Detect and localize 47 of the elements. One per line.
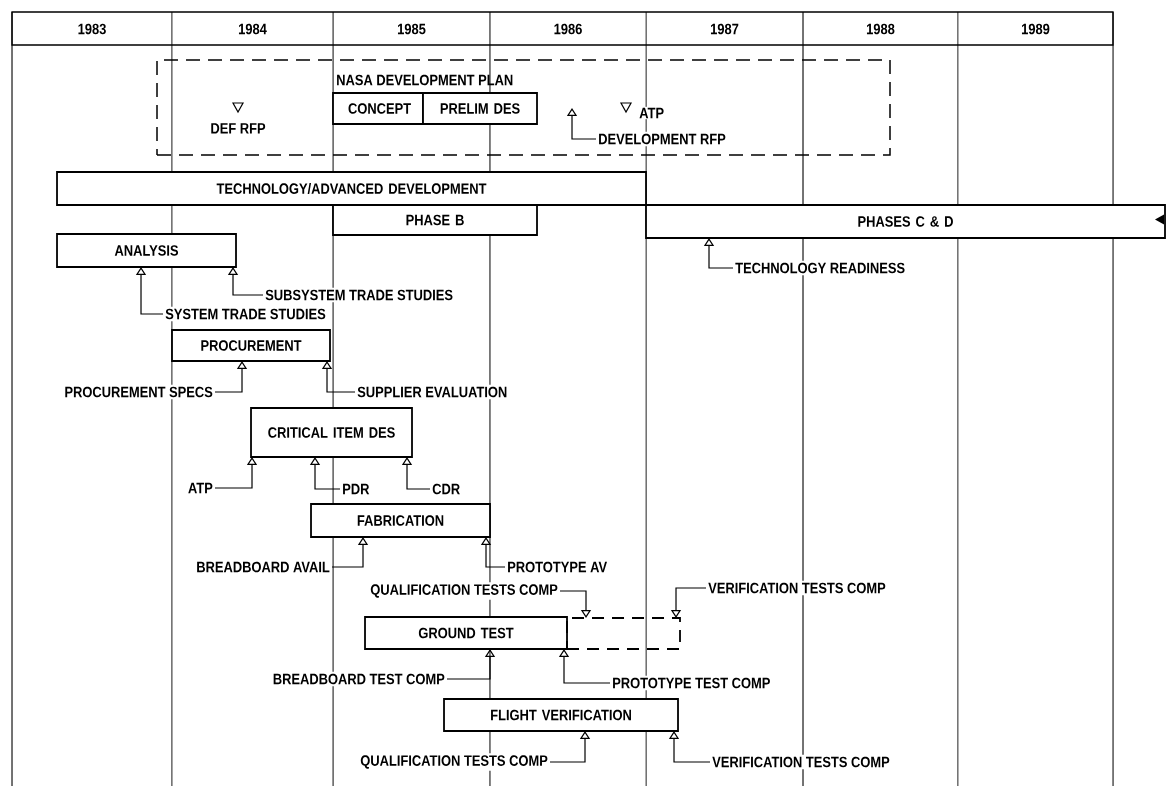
- leader-line: [703, 238, 734, 269]
- milestone-label: SUBSYSTEM TRADE STUDIES: [263, 287, 455, 303]
- schedule-bar: FLIGHT VERIFICATION: [443, 698, 679, 732]
- schedule-bar: PROCUREMENT: [171, 329, 331, 362]
- schedule-bar: CRITICAL ITEM DES: [250, 407, 413, 458]
- schedule-bar: PHASE B: [332, 204, 538, 236]
- schedule-bar: ANALYSIS: [56, 233, 237, 268]
- year-label: 1986: [554, 23, 582, 35]
- milestone-label: SYSTEM TRADE STUDIES: [163, 306, 328, 322]
- milestone-label: BREADBOARD AVAIL: [194, 559, 332, 575]
- milestone-label: PDR: [340, 481, 372, 497]
- leader-line: [401, 457, 431, 490]
- milestone-label: PROTOTYPE TEST COMP: [610, 675, 773, 691]
- leader-line: [227, 267, 264, 296]
- leader-line: [566, 108, 597, 140]
- leader-line: [558, 649, 611, 684]
- leader-line: [309, 457, 341, 490]
- milestone-label: BREADBOARD TEST COMP: [270, 671, 447, 687]
- milestone-label: TECHNOLOGY READINESS: [733, 260, 908, 276]
- year-label: 1987: [710, 23, 739, 35]
- leader-line: [321, 361, 356, 393]
- milestone-label: VERIFICATION TESTS COMP: [710, 754, 892, 770]
- milestone-label: SUPPLIER EVALUATION: [355, 384, 510, 400]
- milestone-label: QUALIFICATION TESTS COMP: [358, 753, 550, 771]
- year-label: 1985: [397, 23, 426, 35]
- year-label: 1988: [866, 23, 895, 35]
- milestone-label: ATP: [185, 480, 215, 496]
- leader-line: [135, 267, 164, 315]
- milestone-label: QUALIFICATION TESTS COMP: [368, 582, 560, 600]
- year-label: 1989: [1021, 23, 1050, 35]
- schedule-bar: CONCEPT: [332, 92, 424, 125]
- schedule-bar: PRELIM DES: [422, 92, 538, 125]
- milestone-label: DEF RFP: [209, 122, 267, 135]
- schedule-bar: FABRICATION: [310, 503, 491, 538]
- milestone-label: PROCUREMENT SPECS: [62, 384, 215, 400]
- schedule-bar: PHASES C & D: [645, 204, 1166, 239]
- leader-line: [480, 537, 506, 568]
- schedule-bar: GROUND TEST: [364, 616, 568, 650]
- leader-line: [559, 590, 592, 618]
- milestone-label: PROTOTYPE AV: [505, 559, 610, 575]
- year-label: 1983: [78, 23, 106, 35]
- leader-line: [668, 731, 711, 763]
- milestone-label: VERIFICATION TESTS COMP: [706, 580, 888, 596]
- year-label: 1984: [239, 23, 267, 35]
- milestone-label: DEVELOPMENT RFP: [596, 131, 728, 147]
- milestone-label: CDR: [430, 481, 463, 497]
- extension-box: [566, 617, 681, 650]
